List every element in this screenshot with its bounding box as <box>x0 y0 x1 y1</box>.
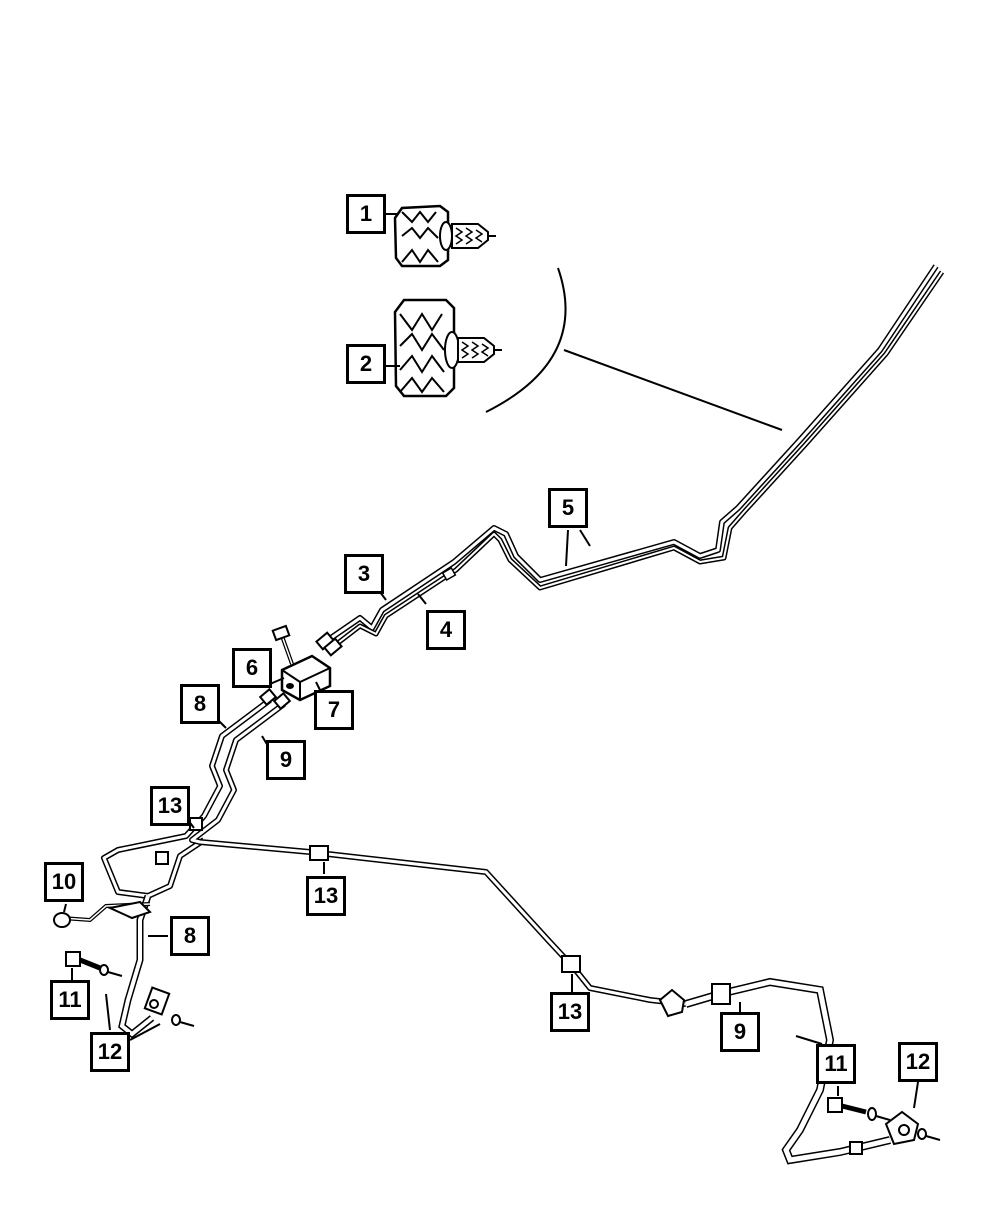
callout-13: 13 <box>150 786 190 826</box>
callout-12: 12 <box>90 1032 130 1072</box>
callout-9-lower: 9 <box>720 1012 760 1052</box>
callout-2: 2 <box>346 344 386 384</box>
junction-block <box>271 624 332 702</box>
callout-1: 1 <box>346 194 386 234</box>
callout-5: 5 <box>548 488 588 528</box>
callout-4: 4 <box>426 610 466 650</box>
callout-8-lower: 8 <box>170 916 210 956</box>
callout-13-lower: 13 <box>550 992 590 1032</box>
callout-3: 3 <box>344 554 384 594</box>
callout-12-right: 12 <box>898 1042 938 1082</box>
brake-line-upper <box>326 264 945 648</box>
clip-part-2 <box>386 298 503 398</box>
callout-11-right: 11 <box>816 1044 856 1084</box>
right-brake-hose <box>684 977 891 1165</box>
clip-part-1 <box>386 204 497 268</box>
callout-10: 10 <box>44 862 84 902</box>
bolt-left <box>65 951 123 977</box>
callout-13-mid: 13 <box>306 876 346 916</box>
callout-9: 9 <box>266 740 306 780</box>
callout-8: 8 <box>180 684 220 724</box>
bolt-right <box>827 1097 891 1121</box>
callout-11: 11 <box>50 980 90 1020</box>
callout-6: 6 <box>232 648 272 688</box>
callout-7: 7 <box>314 690 354 730</box>
